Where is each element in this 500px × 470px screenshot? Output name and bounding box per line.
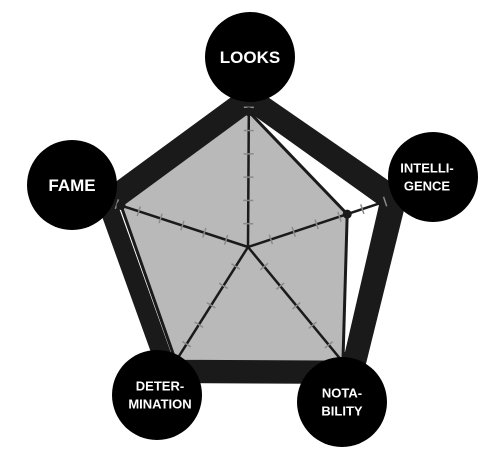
axis-label-badge [205,12,295,102]
axis-tick [360,204,365,215]
axis-tick [382,196,388,207]
axis-tick [218,282,229,290]
axis-label: BILITY [321,404,362,419]
axis-label-badge [112,350,202,440]
axis-tick [291,226,296,237]
axis-label-badge [297,357,387,447]
axis-label: NOTA- [322,386,362,401]
axis-tick [202,227,207,238]
axis-tick [337,211,342,222]
axis-tick [136,206,141,217]
axis-tick [292,301,301,310]
axis-label: FAME [48,176,95,195]
axis-label: INTELLI- [400,161,453,176]
axis-label-badge [27,140,117,230]
axis-label: MINATION [128,397,191,412]
axis-label-layer: LOOKS INTELLI- GENCE NOTA- BILITY DETER- MINAT… [27,12,478,447]
axis-tick [308,321,317,330]
axis-tick [194,321,204,329]
axis-tick [206,301,216,309]
axis-tick [275,282,285,290]
axis-label: DETER- [136,379,184,394]
data-point [244,107,254,117]
axis-tick [324,341,334,349]
axis-tick [314,219,319,230]
axis-tick [268,234,274,245]
axis-label: LOOKS [220,48,280,67]
axis-tick [259,262,269,271]
axis-label-badge [388,132,478,222]
axis-tick [223,234,229,245]
axis-tick [180,220,185,231]
axis-tick [181,340,192,348]
data-point [116,201,126,210]
data-point [342,209,352,219]
axis-tick [231,263,241,270]
axis-tick [158,213,163,224]
chart-data-layer [94,83,409,385]
axis-label: GENCE [404,179,451,194]
axis-line [247,192,409,249]
